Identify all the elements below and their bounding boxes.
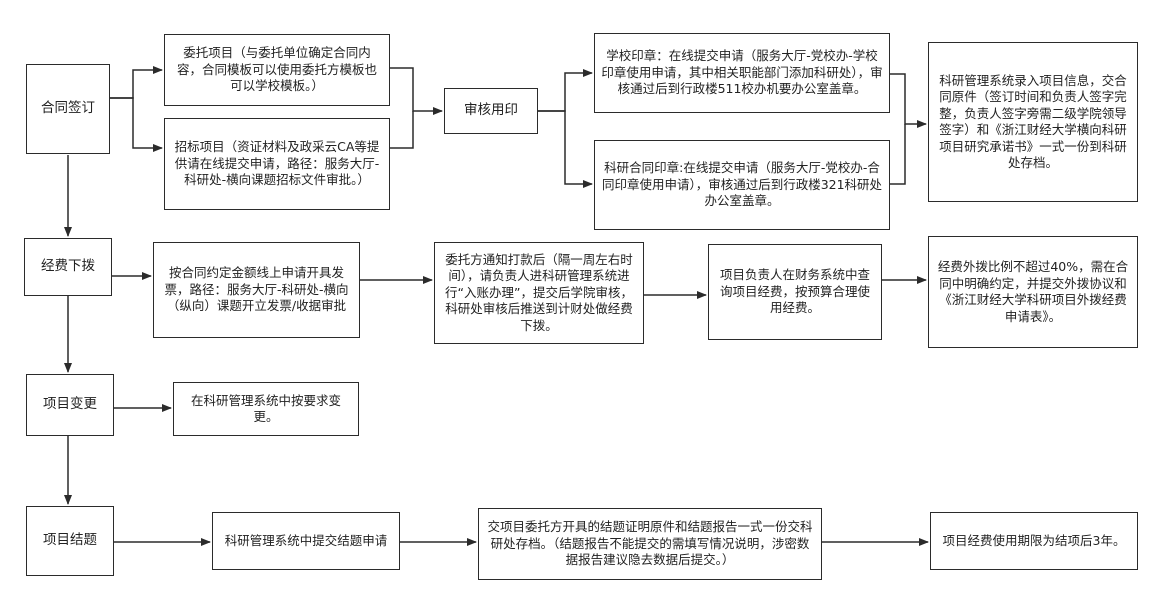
arrow-tender-to-review — [390, 111, 414, 149]
node-funding-text: 经费下拨 — [41, 258, 95, 275]
node-contract-signing-text: 合同签订 — [41, 100, 95, 117]
arrow-school-seal-to-entry — [890, 73, 927, 128]
node-conclusion-docs: 交项目委托方开具的结题证明原件和结题报告一式一份交科研处存档。（结题报告不能提交… — [478, 508, 822, 580]
node-project-conclusion-text: 项目结题 — [43, 532, 97, 549]
arrow-review-to-research-seal — [538, 110, 593, 188]
node-system-entry-text: 科研管理系统录入项目信息，交合同原件（签订时间和负责人签字完整，负责人签字旁需二… — [939, 72, 1127, 171]
node-contract-signing: 合同签订 — [26, 64, 110, 154]
arrow-contract-to-tender — [110, 97, 163, 152]
node-invoice-text: 按合同约定金额线上申请开具发票，路径：服务大厅-科研处-横向（纵向）课题开立发票… — [164, 265, 349, 314]
node-submit-conclusion: 科研管理系统中提交结题申请 — [212, 512, 400, 570]
node-change-request: 在科研管理系统中按要求变更。 — [173, 382, 359, 436]
node-outsourcing: 经费外拨比例不超过40%，需在合同中明确约定，并提交外拨协议和《浙江财经大学科研… — [928, 236, 1138, 348]
node-project-conclusion: 项目结题 — [26, 506, 114, 576]
node-school-seal: 学校印章：在线提交申请（服务大厅-党校办-学校印章使用申请，其中相关职能部门添加… — [594, 33, 890, 113]
node-tender-project-text: 招标项目（资证材料及政采云CA等提供请在线提交申请，路径：服务大厅-科研处-横向… — [174, 139, 380, 188]
node-project-change-text: 项目变更 — [43, 396, 97, 413]
node-check-funds-text: 项目负责人在财务系统中查询项目经费，按预算合理使用经费。 — [719, 267, 870, 316]
arrow-contract-to-entrusted — [110, 66, 163, 99]
node-entrusted-project-text: 委托项目（与委托单位确定合同内容，合同模板可以使用委托方模板也可以学校模板。） — [176, 45, 377, 94]
arrow-entrusted-to-review — [390, 67, 443, 115]
node-outsourcing-text: 经费外拨比例不超过40%，需在合同中明确约定，并提交外拨协议和《浙江财经大学科研… — [937, 259, 1129, 324]
arrow-review-to-school-seal — [538, 69, 593, 112]
node-review-seal-text: 审核用印 — [464, 102, 518, 119]
node-funding-deadline: 项目经费使用期限为结项后3年。 — [930, 512, 1138, 570]
node-school-seal-text: 学校印章：在线提交申请（服务大厅-党校办-学校印章使用申请，其中相关职能部门添加… — [601, 48, 883, 97]
node-review-seal: 审核用印 — [444, 88, 538, 134]
node-invoice: 按合同约定金额线上申请开具发票，路径：服务大厅-科研处-横向（纵向）课题开立发票… — [153, 242, 360, 338]
node-entrusted-project: 委托项目（与委托单位确定合同内容，合同模板可以使用委托方模板也可以学校模板。） — [164, 34, 390, 106]
node-submit-conclusion-text: 科研管理系统中提交结题申请 — [224, 532, 388, 548]
node-project-change: 项目变更 — [26, 374, 114, 436]
node-research-seal-text: 科研合同印章:在线提交申请（服务大厅-党校办-合同印章使用申请），审核通过后到行… — [601, 160, 883, 209]
node-funding-deadline-text: 项目经费使用期限为结项后3年。 — [942, 532, 1126, 548]
node-research-seal: 科研合同印章:在线提交申请（服务大厅-党校办-合同印章使用申请），审核通过后到行… — [594, 140, 890, 230]
node-funding: 经费下拨 — [24, 238, 112, 296]
node-payment-notice-text: 委托方通知打款后（隔一周左右时间），请负责人进科研管理系统进行“入账办理”，提交… — [445, 251, 633, 333]
node-change-request-text: 在科研管理系统中按要求变更。 — [190, 392, 341, 425]
node-check-funds: 项目负责人在财务系统中查询项目经费，按预算合理使用经费。 — [708, 244, 882, 340]
node-conclusion-docs-text: 交项目委托方开具的结题证明原件和结题报告一式一份交科研处存档。（结题报告不能提交… — [487, 519, 813, 568]
node-payment-notice: 委托方通知打款后（隔一周左右时间），请负责人进科研管理系统进行“入账办理”，提交… — [434, 242, 644, 344]
node-tender-project: 招标项目（资证材料及政采云CA等提供请在线提交申请，路径：服务大厅-科研处-横向… — [164, 118, 390, 210]
arrow-research-seal-to-entry — [890, 124, 906, 185]
node-system-entry: 科研管理系统录入项目信息，交合同原件（签订时间和负责人签字完整，负责人签字旁需二… — [928, 42, 1138, 202]
